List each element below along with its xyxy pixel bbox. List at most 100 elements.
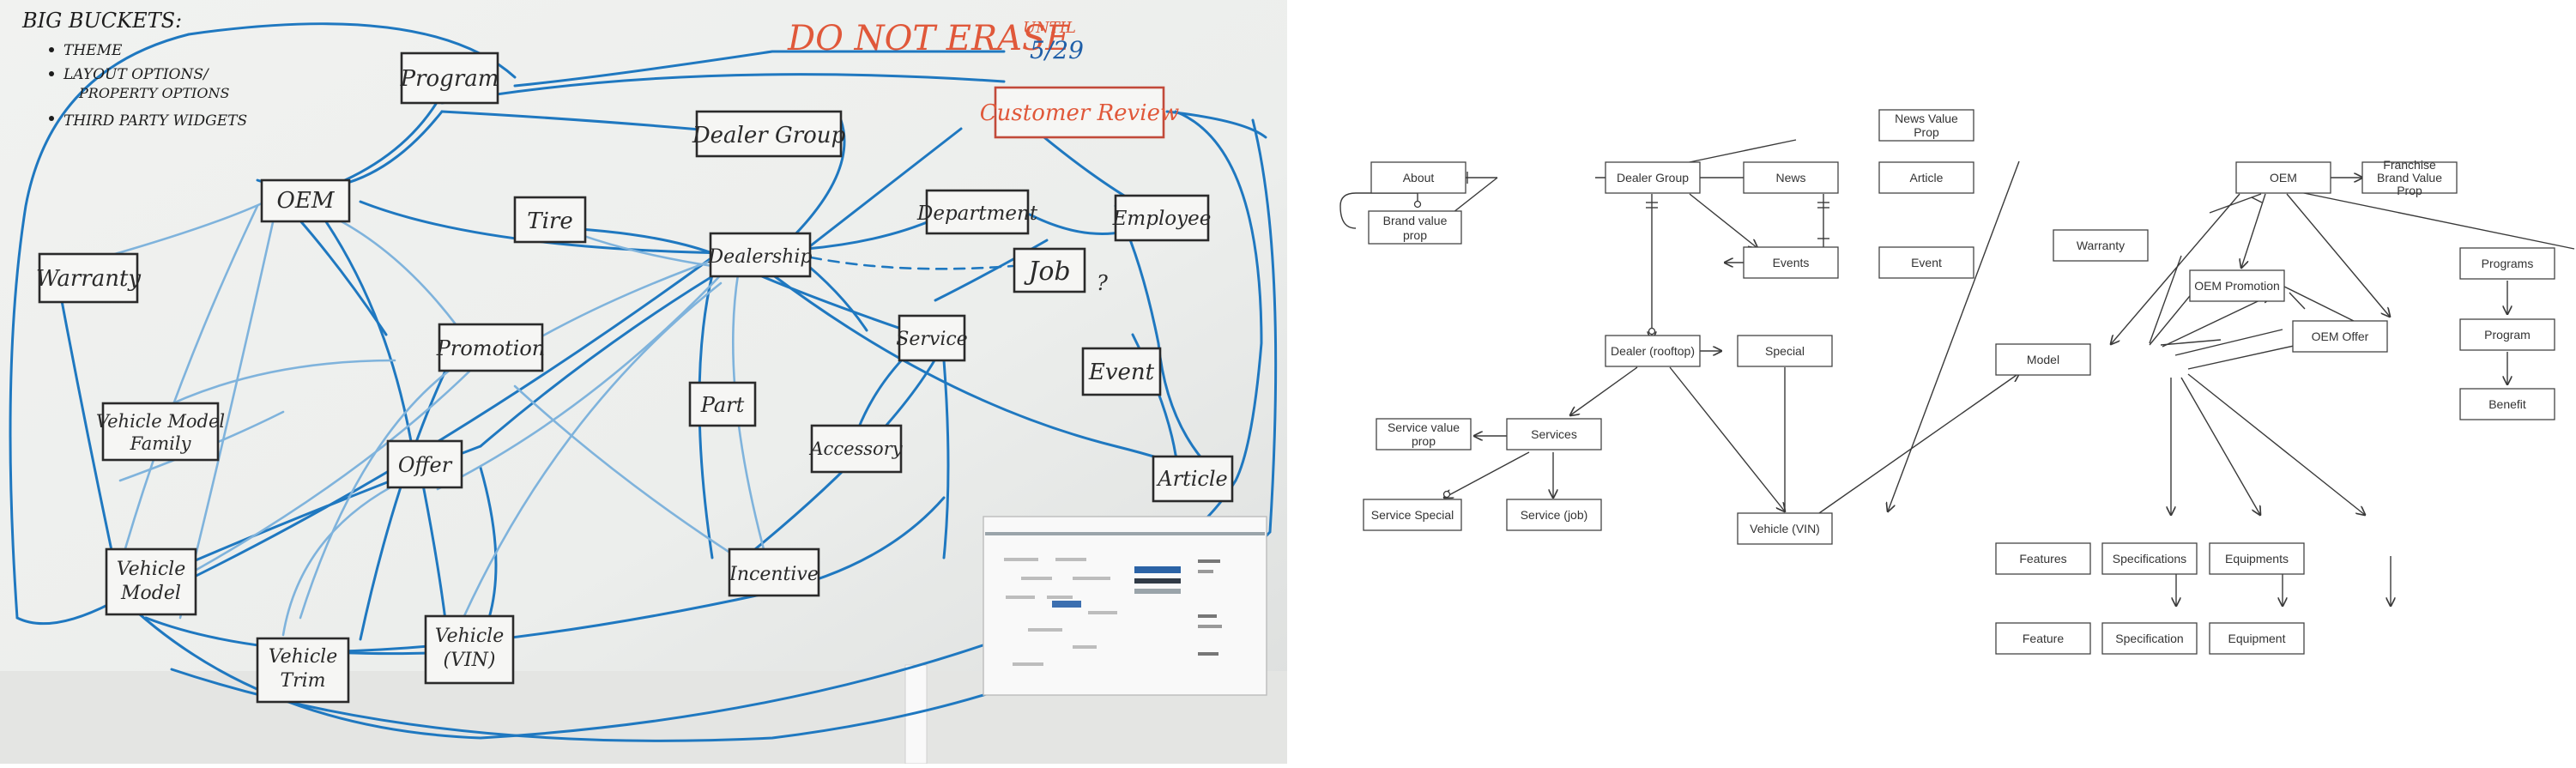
erd-label-event: Event [1911,256,1942,269]
wb-label-dealer-group: Dealer Group [692,123,846,148]
do-not-erase-text: DO NOT ERASE [787,19,1071,58]
whiteboard-photo: BIG BUCKETS: THEME LAYOUT OPTIONS/ PROPE… [0,0,1287,765]
erd-node-dealer-group: Dealer Group [1605,161,1701,194]
erd-label-warranty: Warranty [2077,239,2125,252]
wb-job-question: ? [1097,271,1108,295]
until-text: UNTIL [1023,19,1076,37]
wb-box-warranty: Warranty [36,252,142,304]
wb-label-customer-review: Customer Review [980,100,1179,126]
erd-node-franchise-brand-value-prop: Franchise Brand Value Prop [2361,158,2458,197]
erd-label-about: About [1403,171,1435,184]
erd-label-benefit: Benefit [2488,397,2526,411]
erd-node-equipment: Equipment [2209,622,2305,655]
erd-label-dealer-group: Dealer Group [1617,171,1689,184]
big-buckets-notes: BIG BUCKETS: THEME LAYOUT OPTIONS/ PROPE… [21,9,247,130]
wb-label-vehicle-model-family-2: Family [130,433,192,454]
erd-canvas: About Brand value prop Dealer Group News… [1339,109,2575,655]
notes-item-4: THIRD PARTY WIDGETS [63,112,247,130]
wb-label-vehicle-model-1: Vehicle [117,559,185,580]
erd-label-franchise-1: Franchise [2383,158,2436,172]
erd-label-news: News [1775,171,1805,184]
erd-node-program: Program [2459,318,2555,351]
wb-label-department: Department [916,203,1038,225]
erd-label-programs: Programs [2482,257,2534,270]
erd-label-vehicle-vin: Vehicle (VIN) [1750,522,1820,535]
erd-node-oem: OEM [2235,161,2331,194]
erd-label-equipment: Equipment [2228,632,2286,645]
erd-label-model: Model [2027,353,2059,366]
erd-label-specification: Specification [2115,632,2183,645]
wb-label-promotion: Promotion [436,336,546,360]
erd-label-service-value-prop-2: prop [1412,434,1436,448]
erd-node-news-value-prop: News Value Prop [1878,109,1974,142]
erd-label-brand-value-prop-1: Brand value [1383,214,1448,227]
erd-node-service-value-prop: Service value prop [1376,418,1472,451]
wb-box-incentive: Incentive [728,547,820,597]
wb-label-oem: OEM [277,188,336,214]
erd-label-specifications: Specifications [2113,552,2186,565]
erd-node-special: Special [1737,335,1833,367]
erd-label-services: Services [1531,427,1577,441]
wb-box-service: Service [896,314,968,362]
wb-label-program: Program [400,66,499,92]
erd-node-model: Model [1995,343,2091,376]
wb-label-offer: Offer [398,453,453,477]
erd-node-features: Features [1995,542,2091,575]
wb-box-dealer-group: Dealer Group [692,110,846,158]
erd-node-about: About [1370,161,1466,194]
erd-node-specifications: Specifications [2101,542,2198,575]
do-not-erase-note: DO NOT ERASE UNTIL 5/29 [787,19,1084,64]
wb-label-employee: Employee [1112,208,1212,230]
wb-box-employee: Employee [1112,194,1212,242]
erd-label-news-value-prop-2: Prop [1914,125,1939,139]
wb-box-vehicle-model-family: Vehicle Model Family [96,402,225,462]
erd-label-service-job: Service (job) [1521,508,1588,522]
erd-node-service-job: Service (job) [1506,499,1602,531]
wb-label-vehicle-trim-1: Vehicle [269,646,337,668]
erd-node-specification: Specification [2101,622,2198,655]
wb-box-part: Part [688,381,757,427]
erd-connectors [1339,139,2575,606]
erd-label-events: Events [1773,256,1810,269]
wb-box-program: Program [400,51,499,105]
wb-label-incentive: Incentive [729,564,819,585]
wb-label-event: Event [1088,360,1155,385]
wb-box-job: Job ? [1013,247,1108,295]
erd-node-benefit: Benefit [2459,388,2555,420]
erd-label-franchise-3: Prop [2397,184,2422,197]
erd-node-article: Article [1878,161,1974,194]
erd-node-vehicle-vin: Vehicle (VIN) [1737,512,1833,545]
erd-node-programs: Programs [2459,247,2555,280]
wb-box-promotion: Promotion [436,323,546,372]
erd-node-events: Events [1743,246,1839,279]
wb-label-vehicle-vin-2: (VIN) [444,650,496,671]
erd-label-equipments: Equipments [2225,552,2289,565]
wb-label-warranty: Warranty [36,266,142,292]
wb-label-part: Part [700,393,745,417]
wb-box-vehicle-vin: Vehicle (VIN) [424,614,515,685]
erd-label-feature: Feature [2023,632,2064,645]
erd-node-dealer-rooftop: Dealer (rooftop) [1605,335,1701,367]
wb-box-vehicle-trim: Vehicle Trim [256,637,350,704]
notes-item-2: LAYOUT OPTIONS/ [63,66,210,83]
erd-label-service-value-prop-1: Service value [1388,420,1460,434]
wb-label-vehicle-vin-1: Vehicle [435,626,504,647]
erd-label-brand-value-prop-2: prop [1403,228,1427,242]
erd-label-dealer-rooftop: Dealer (rooftop) [1611,344,1695,358]
erd-entities: About Brand value prop Dealer Group News… [1363,109,2555,655]
wb-label-accessory: Accessory [808,438,903,459]
wb-box-accessory: Accessory [808,424,904,474]
wb-label-tire: Tire [527,209,572,234]
erd-node-oem-offer: OEM Offer [2292,320,2388,353]
erd-node-services: Services [1506,418,1602,451]
printout-thumbnail-lines [1004,558,1117,666]
wb-box-vehicle-model: Vehicle Model [105,547,197,616]
erd-label-oem: OEM [2270,171,2297,184]
erd-label-article: Article [1910,171,1944,184]
wb-box-event: Event [1081,347,1162,396]
erd-label-oem-offer: OEM Offer [2312,330,2369,343]
wb-box-department: Department [916,189,1038,235]
wb-box-offer: Offer [386,439,463,489]
marker-connectors [9,22,1278,742]
wb-label-article: Article [1156,467,1227,491]
